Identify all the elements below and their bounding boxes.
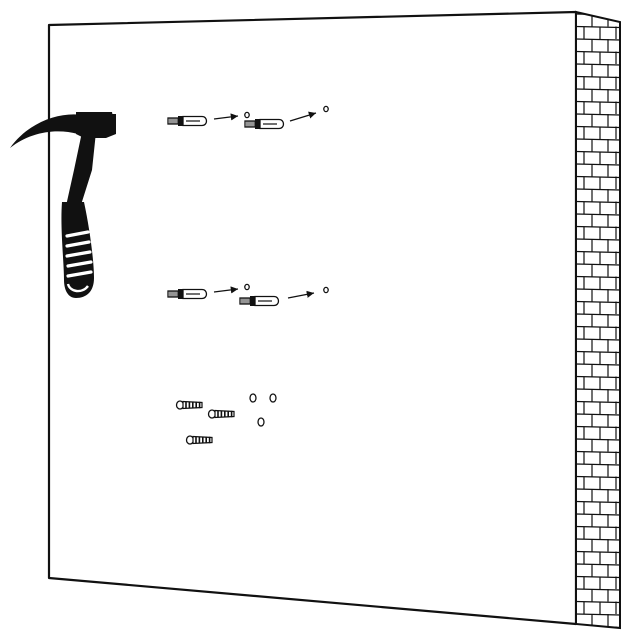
expansion-bolt-icon [167, 288, 208, 300]
fasteners-layer [167, 105, 329, 445]
drill-hole-icon [269, 393, 277, 403]
drill-hole-icon [257, 417, 265, 427]
drill-hole-icon [244, 111, 250, 119]
bolt-group-middle-bolts [167, 283, 329, 307]
drill-hole-icon [323, 286, 329, 294]
expansion-bolt-icon [239, 295, 280, 307]
arrow-right-icon [289, 111, 317, 122]
arrow-right-icon [287, 290, 315, 299]
wall-plug-icon [185, 435, 213, 445]
expansion-bolt-icon [244, 118, 285, 130]
drill-hole-icon [249, 393, 257, 403]
arrow-right-icon [213, 113, 239, 121]
wall-plug-icon [175, 400, 203, 410]
arrow-right-icon [213, 286, 239, 294]
wall-plug-icon [207, 409, 235, 419]
plug-group-bottom-plugs [175, 393, 277, 445]
hammer-icon [10, 112, 116, 298]
drill-hole-icon [323, 105, 329, 113]
bolt-group-top-bolts [167, 105, 329, 130]
brick-wall-icon [575, 10, 621, 630]
expansion-bolt-icon [167, 115, 208, 127]
drill-hole-icon [244, 283, 250, 291]
wall-front-face [47, 10, 578, 626]
